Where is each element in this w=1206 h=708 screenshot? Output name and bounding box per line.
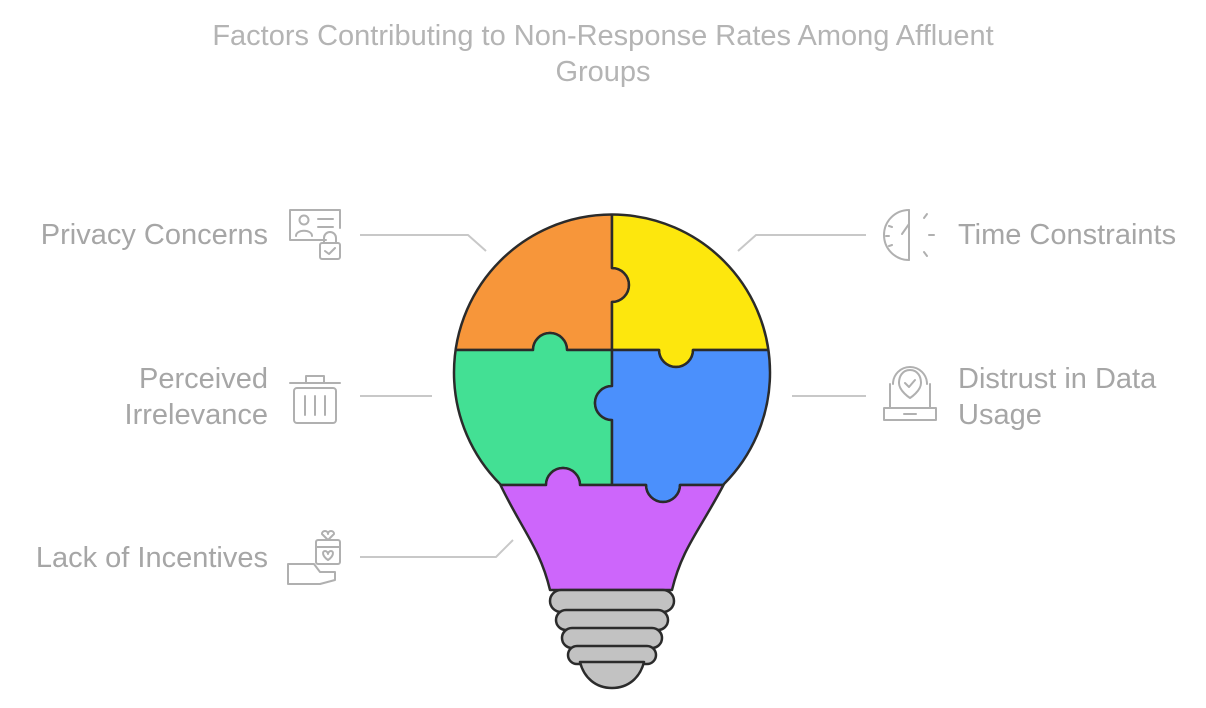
puzzle-piece-time — [610, 214, 770, 369]
label-irrelevance-line-2: Irrelevance — [124, 399, 268, 431]
puzzle-piece-irrelevance — [454, 331, 614, 487]
id-card-lock-icon — [289, 209, 341, 260]
label-incentives: Lack of Incentives — [35, 542, 268, 574]
connector-time — [737, 234, 866, 252]
connector-incentives — [360, 539, 514, 558]
bulb-outline — [452, 213, 772, 592]
factor-label-time: Time Constraints — [958, 217, 1176, 253]
factor-label-incentives: Lack of Incentives — [36, 540, 268, 576]
puzzle-piece-incentives — [454, 466, 770, 590]
label-distrust-line-2: Usage — [958, 399, 1042, 431]
trash-icon — [289, 375, 341, 424]
puzzle-piece-privacy — [454, 214, 631, 352]
factor-label-distrust: Distrust in Data Usage — [958, 361, 1156, 433]
diagram-title: Factors Contributing to Non-Response Rat… — [0, 18, 1206, 90]
title-line-2: Groups — [555, 56, 651, 88]
bulb-base — [548, 588, 676, 690]
gift-hand-icon — [287, 530, 341, 585]
label-privacy: Privacy Concerns — [40, 219, 268, 251]
laptop-shield-icon — [883, 366, 937, 421]
label-distrust-line-1: Distrust in Data — [958, 363, 1157, 395]
clock-icon — [883, 209, 935, 261]
factor-label-irrelevance: Perceived Irrelevance — [125, 361, 268, 433]
label-irrelevance-line-1: Perceived — [139, 363, 268, 395]
factor-label-privacy: Privacy Concerns — [41, 217, 268, 253]
connector-privacy — [360, 234, 487, 252]
title-line-1: Factors Contributing to Non-Response Rat… — [212, 20, 994, 52]
label-time: Time Constraints — [958, 219, 1177, 251]
connectors — [360, 234, 866, 558]
